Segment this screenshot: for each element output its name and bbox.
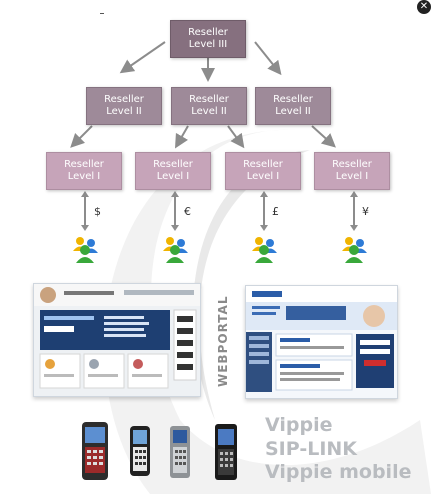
arrow-l2-l1-1 <box>70 125 93 148</box>
box-line1: Reseller <box>64 159 104 170</box>
phones-row <box>82 422 237 480</box>
box-line2: Level II <box>106 106 142 117</box>
product-name: Vippie mobile <box>265 461 412 483</box>
box-line1: Reseller <box>243 159 283 170</box>
users-group-icon <box>163 237 188 263</box>
website-screenshot-left <box>33 283 201 397</box>
arrow-l3-l2-1 <box>119 41 166 74</box>
reseller-level-1-box: Reseller Level I <box>314 152 390 190</box>
arrow-l2-l1-3 <box>227 125 245 149</box>
website-mockup <box>34 284 200 396</box>
reseller-level-2-box: Reseller Level II <box>255 87 331 125</box>
reseller-level-3-box: Reseller Level III <box>170 20 246 58</box>
webportal-label-svg: WEBPORTAL <box>216 296 230 387</box>
box-line1: Reseller <box>153 159 193 170</box>
reseller-level-2-box: Reseller Level II <box>171 87 247 125</box>
reseller-level-1-box: Reseller Level I <box>225 152 301 190</box>
box-line1: Reseller <box>189 94 229 105</box>
product-name: SIP-LINK <box>265 438 358 460</box>
webportal-label-wrap: WEBPORTAL <box>205 287 237 397</box>
box-line1: Reseller <box>188 27 228 38</box>
box-line2: Level I <box>246 171 280 182</box>
website-mockup <box>246 286 397 398</box>
arrow-l2-l1-2 <box>174 125 189 149</box>
arrow-l3-l2-3 <box>254 41 282 76</box>
arrow-l2-l1-4 <box>311 125 336 148</box>
currency-label: ¥ <box>362 205 369 218</box>
users-group-icon <box>73 237 98 263</box>
website-screenshot-right <box>245 285 398 399</box>
mobile-phone-icon <box>130 426 150 476</box>
mobile-phone-icon <box>215 424 237 480</box>
currency-label: £ <box>272 205 279 218</box>
box-line2: Level I <box>67 171 101 182</box>
users-group-icon <box>342 237 367 263</box>
mobile-phone-icon <box>82 422 108 480</box>
box-line2: Level II <box>191 106 227 117</box>
box-line2: Level II <box>275 106 311 117</box>
box-line1: Reseller <box>104 94 144 105</box>
reseller-level-2-box: Reseller Level II <box>86 87 162 125</box>
box-line2: Level III <box>188 39 228 50</box>
currency-label: $ <box>94 205 101 218</box>
box-line1: Reseller <box>273 94 313 105</box>
product-name: Vippie <box>265 414 333 436</box>
users-group-icon <box>252 237 277 263</box>
reseller-level-1-box: Reseller Level I <box>135 152 211 190</box>
box-line1: Reseller <box>332 159 372 170</box>
close-icon[interactable]: ✕ <box>417 0 431 14</box>
box-line2: Level I <box>156 171 190 182</box>
reseller-level-1-box: Reseller Level I <box>46 152 122 190</box>
webportal-label: WEBPORTAL <box>216 296 230 387</box>
box-line2: Level I <box>335 171 369 182</box>
divider <box>100 13 104 14</box>
mobile-phone-icon <box>170 426 190 478</box>
currency-label: € <box>184 205 191 218</box>
